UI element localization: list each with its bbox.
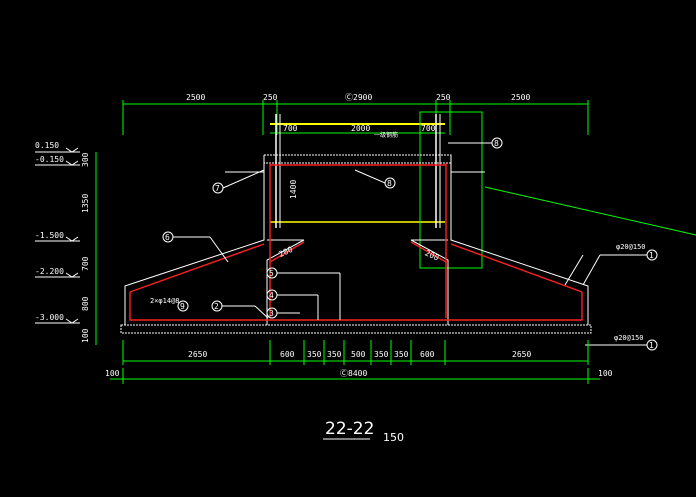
elev-3: -1.500 bbox=[35, 231, 64, 240]
leader-lines bbox=[173, 142, 647, 346]
bottom-dim-4: 350 bbox=[327, 350, 342, 359]
inner-height-label: 1400 bbox=[289, 180, 298, 199]
bottom-dim-2: 600 bbox=[280, 350, 295, 359]
top-slab-note: 一级钢筋 bbox=[374, 131, 398, 139]
inner-top-dimensions: 700 2000 700 bbox=[270, 124, 445, 134]
callout-4: 4 bbox=[269, 291, 274, 300]
vdim-4: 800 bbox=[81, 296, 90, 311]
callout-9: 9 bbox=[180, 302, 185, 311]
callout-8b: 8 bbox=[494, 139, 499, 148]
vdim-5: 100 bbox=[81, 328, 90, 343]
callout-3: 3 bbox=[269, 309, 274, 318]
bottom-dim-3: 350 bbox=[307, 350, 322, 359]
elev-5: -3.000 bbox=[35, 313, 64, 322]
callout-7: 7 bbox=[215, 184, 220, 193]
concrete-outline bbox=[120, 154, 592, 334]
vdim-2: 1350 bbox=[81, 194, 90, 213]
bottom-dim-8: 600 bbox=[420, 350, 435, 359]
overall-right-margin: 100 bbox=[598, 369, 613, 378]
top-dim-1: 2500 bbox=[186, 93, 205, 102]
overall-dimension: 100 Ⓒ8400 100 bbox=[105, 368, 613, 384]
elev-1: 0.150 bbox=[35, 141, 59, 150]
bar-1-lower-note: φ20@150 bbox=[614, 334, 644, 342]
overall-total: Ⓒ8400 bbox=[340, 369, 367, 378]
bottom-dim-7: 350 bbox=[394, 350, 409, 359]
rebar-layout bbox=[129, 163, 583, 321]
bottom-dim-9: 2650 bbox=[512, 350, 531, 359]
inner-dim-3: 700 bbox=[421, 124, 436, 133]
elev-4: -2.200 bbox=[35, 267, 64, 276]
callout-5: 5 bbox=[269, 269, 274, 278]
bar-9-note: 2×φ14@8 bbox=[150, 297, 180, 305]
bottom-dim-6: 350 bbox=[374, 350, 389, 359]
vdim-1: 300 bbox=[81, 152, 90, 167]
top-dim-5: 2500 bbox=[511, 93, 530, 102]
section-title: 22-22 bbox=[325, 419, 374, 439]
drawing-title: 22-22 150 bbox=[323, 419, 404, 444]
callout-1a: 1 bbox=[649, 251, 654, 260]
vdim-3: 700 bbox=[81, 256, 90, 271]
haunch-label-right: 200 bbox=[423, 248, 440, 262]
callout-8a: 8 bbox=[387, 179, 392, 188]
callout-markers: 1 1 2 3 4 5 6 7 8 8 9 bbox=[162, 137, 658, 351]
bar-1-upper-note: φ20@150 bbox=[616, 243, 646, 251]
ground-lines bbox=[225, 171, 696, 236]
bottom-dim-5: 500 bbox=[351, 350, 366, 359]
stair-frame bbox=[270, 111, 483, 269]
top-dim-3: Ⓒ2900 bbox=[345, 93, 372, 102]
callout-6: 6 bbox=[165, 233, 170, 242]
bottom-dim-1: 2650 bbox=[188, 350, 207, 359]
top-dim-2: 250 bbox=[263, 93, 278, 102]
callout-1b: 1 bbox=[649, 341, 654, 350]
inner-dim-1: 700 bbox=[283, 124, 298, 133]
inner-dim-2: 2000 bbox=[351, 124, 370, 133]
elevation-markers: 0.150 -0.150 -1.500 -2.200 -3.000 bbox=[35, 141, 80, 324]
section-scale: 150 bbox=[383, 431, 404, 444]
elev-2: -0.150 bbox=[35, 155, 64, 164]
bottom-dimension-chain: 2650 600 350 350 500 350 350 600 2650 bbox=[122, 340, 589, 365]
overall-left-margin: 100 bbox=[105, 369, 120, 378]
callout-2: 2 bbox=[214, 302, 219, 311]
top-dim-4: 250 bbox=[436, 93, 451, 102]
left-vertical-dims: 300 1350 700 800 100 bbox=[81, 152, 97, 345]
